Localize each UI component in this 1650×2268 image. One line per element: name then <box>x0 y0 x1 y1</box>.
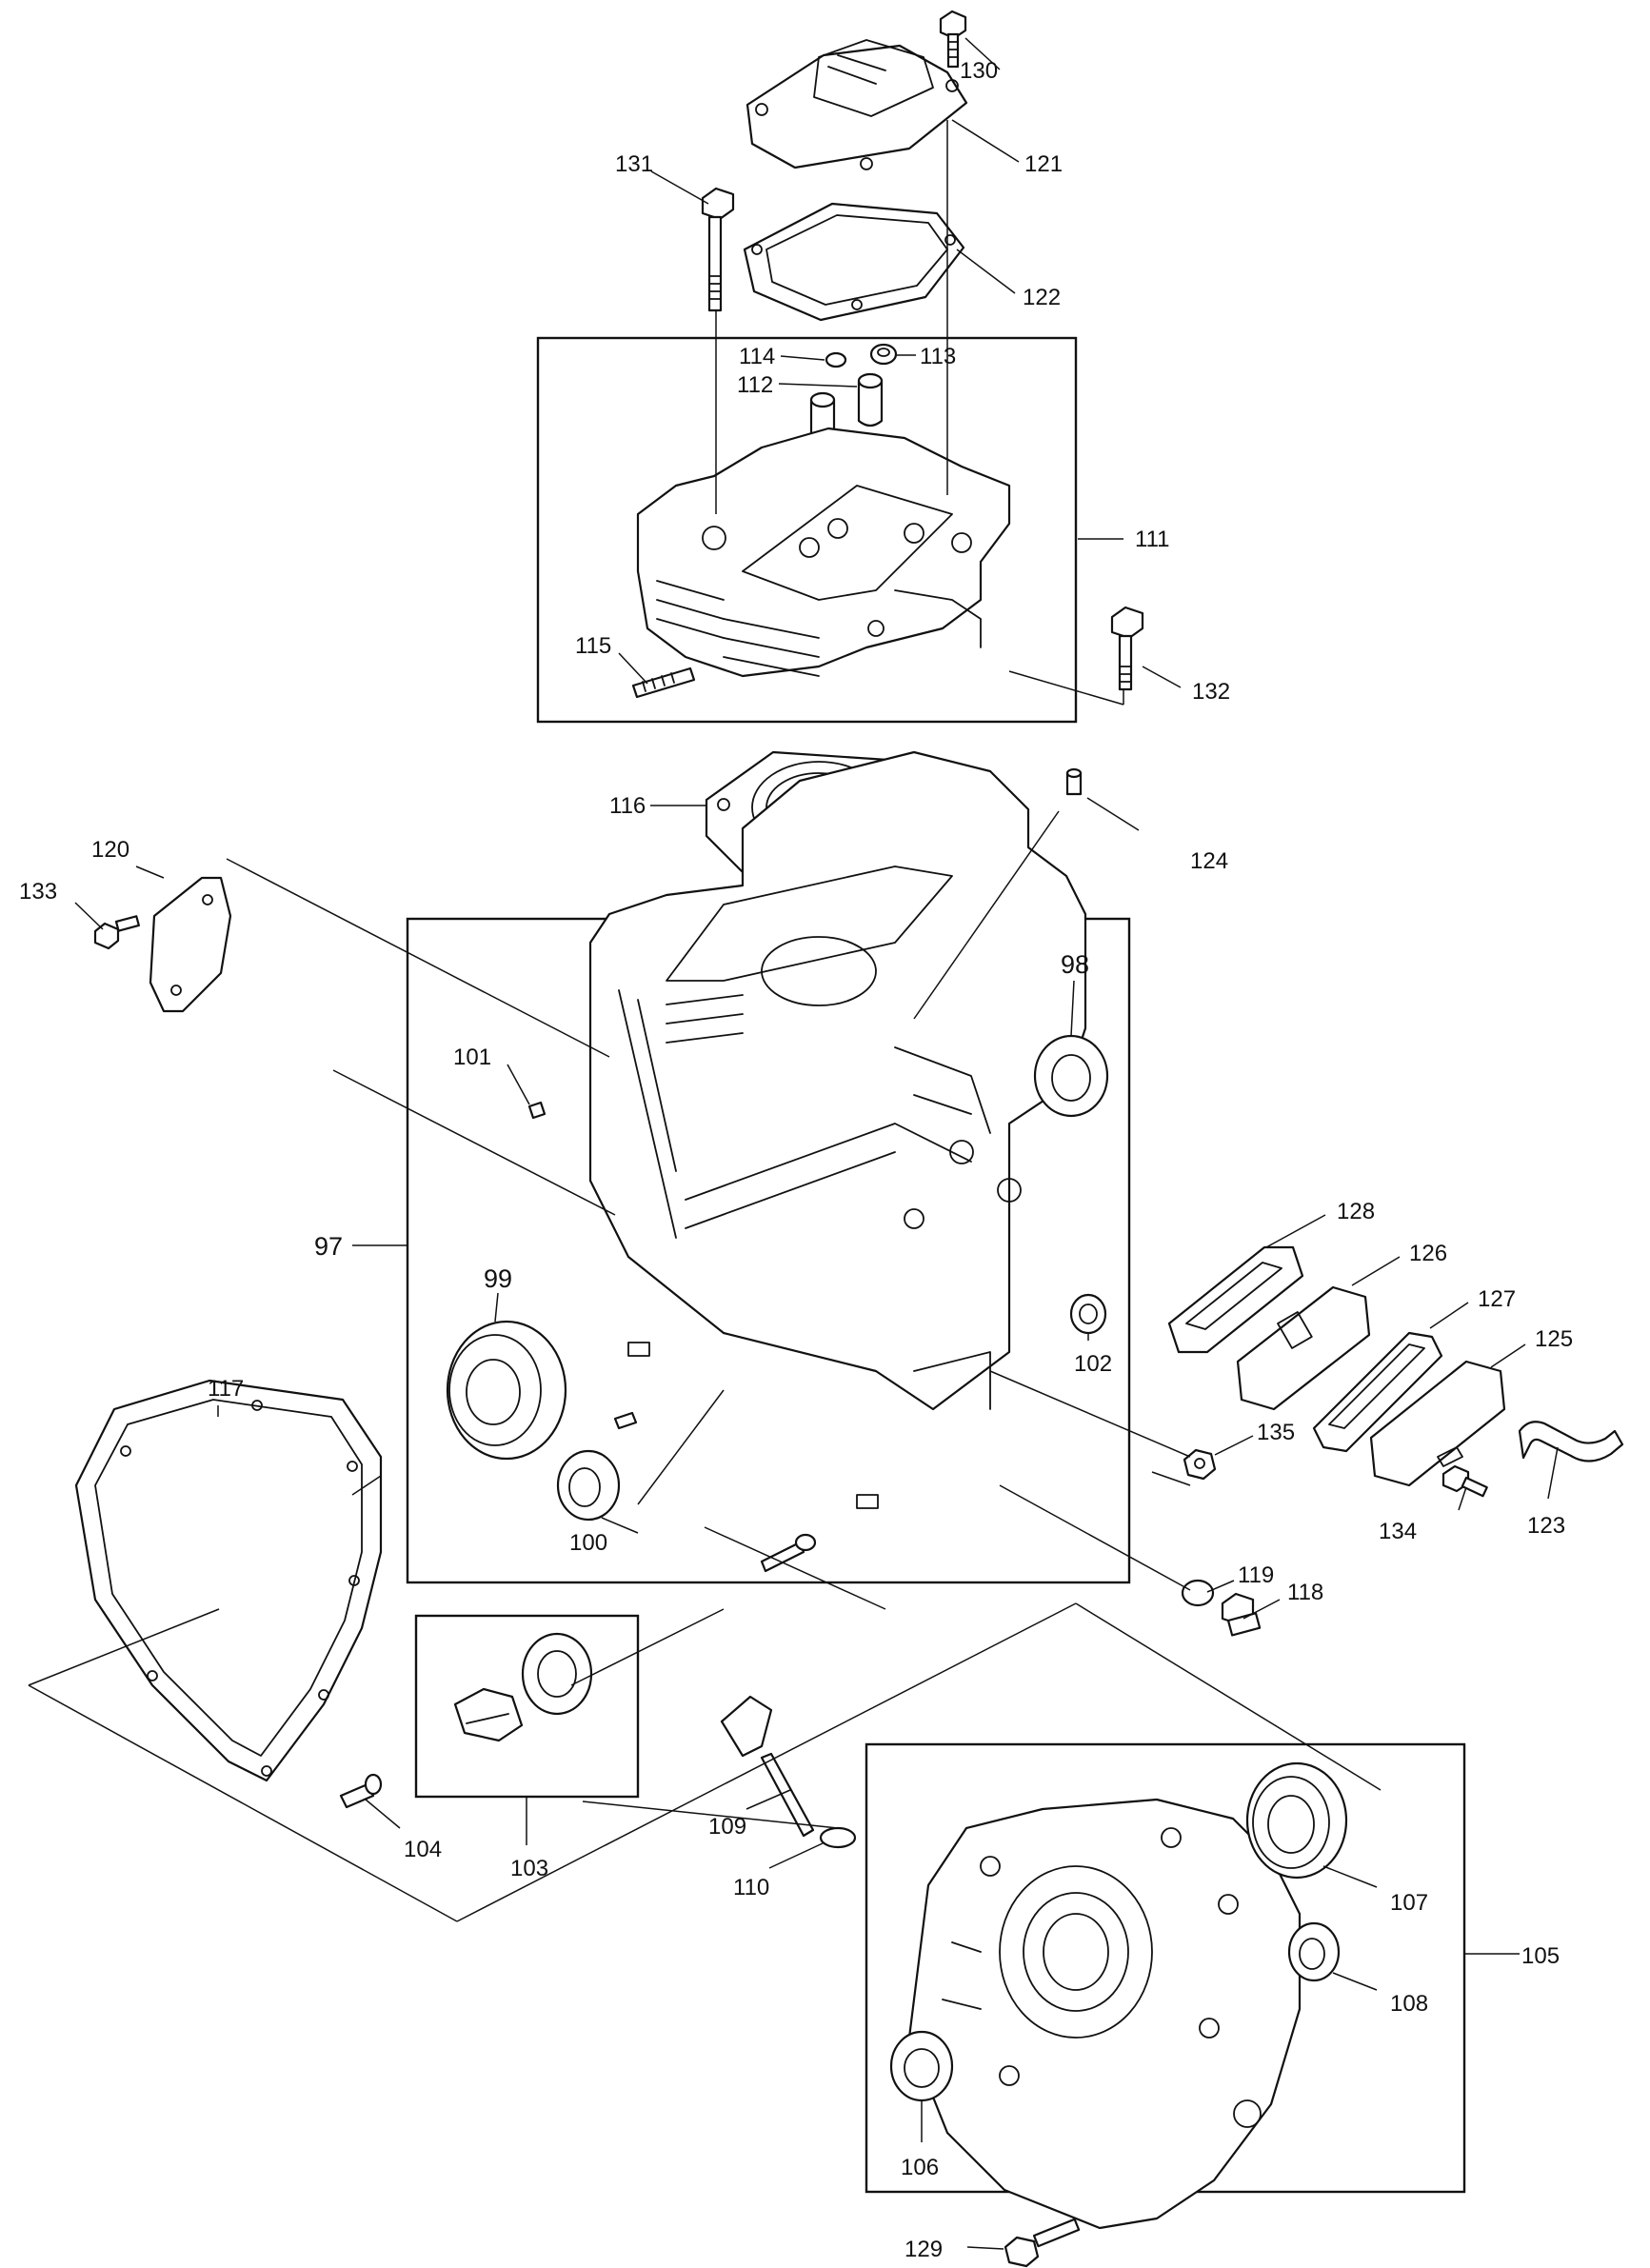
callout-118: 118 <box>1287 1580 1323 1605</box>
callout-130: 130 <box>960 58 998 84</box>
callout-109: 109 <box>708 1814 746 1840</box>
gasket-127 <box>1312 1331 1443 1453</box>
bearing-107 <box>1245 1761 1348 1880</box>
callout-labels: 130 121 131 122 114 113 112 111 115 132 … <box>19 58 1573 2262</box>
callout-135: 135 <box>1257 1420 1295 1445</box>
leader-lines <box>28 37 1559 2250</box>
dowel-pin-124 <box>1065 767 1083 796</box>
valve-cover-121 <box>745 39 968 170</box>
callout-125: 125 <box>1535 1326 1573 1352</box>
callout-119: 119 <box>1238 1562 1274 1588</box>
callout-116: 116 <box>609 793 646 819</box>
gasket-122 <box>743 202 965 322</box>
gasket-128 <box>1167 1245 1304 1354</box>
gasket-117 <box>74 1379 383 1782</box>
crankcase-97 <box>588 750 1087 1509</box>
bolt-134 <box>1441 1464 1488 1498</box>
callout-124: 124 <box>1190 848 1228 874</box>
callout-134: 134 <box>1379 1519 1417 1544</box>
callout-133: 133 <box>19 879 57 905</box>
pin-104 <box>339 1773 383 1809</box>
callout-114: 114 <box>739 344 775 369</box>
bolt-130 <box>939 10 967 69</box>
callout-111: 111 <box>1135 527 1169 552</box>
callout-108: 108 <box>1390 1991 1428 2017</box>
callout-99: 99 <box>484 1264 512 1293</box>
callout-107: 107 <box>1390 1890 1428 1916</box>
nut-135 <box>1183 1448 1217 1481</box>
callout-101: 101 <box>453 1044 491 1070</box>
callout-120: 120 <box>91 837 129 863</box>
crankcase-cover-105 <box>907 1798 1302 2230</box>
callout-127: 127 <box>1478 1286 1516 1312</box>
stud-bolt <box>760 1533 817 1573</box>
washer-119 <box>1181 1579 1215 1607</box>
insulator-125 <box>1369 1360 1506 1487</box>
callout-112: 112 <box>737 372 773 398</box>
insulator-126 <box>1236 1285 1371 1411</box>
callout-131: 131 <box>615 151 653 177</box>
hose-123 <box>1518 1421 1624 1462</box>
oil-seal-98 <box>1033 1034 1109 1118</box>
callout-128: 128 <box>1337 1199 1375 1224</box>
callout-98: 98 <box>1061 950 1089 979</box>
side-cover-120 <box>149 876 232 1013</box>
bearing-100 <box>556 1449 621 1522</box>
bolt-129 <box>1004 2218 1081 2268</box>
callout-121: 121 <box>1024 151 1063 177</box>
callout-129: 129 <box>905 2237 943 2262</box>
callout-110: 110 <box>733 1875 769 1900</box>
callout-115: 115 <box>575 633 611 659</box>
callout-105: 105 <box>1521 1943 1560 1969</box>
stud-115 <box>631 666 696 699</box>
callout-102: 102 <box>1074 1351 1112 1377</box>
bolt-131 <box>701 187 735 312</box>
cylinder-head-group-box <box>536 336 1078 724</box>
governor-gear-103 <box>521 1632 593 1716</box>
callout-106: 106 <box>901 2155 939 2180</box>
callout-104: 104 <box>404 1837 442 1862</box>
callout-132: 132 <box>1192 679 1230 705</box>
callout-97: 97 <box>314 1232 343 1261</box>
bolt-133 <box>93 915 140 950</box>
callout-117: 117 <box>208 1376 244 1402</box>
drain-plug-118 <box>1221 1592 1262 1637</box>
bolt-132 <box>1110 606 1144 691</box>
bearing-108 <box>1287 1921 1341 1982</box>
bearing-99 <box>446 1320 567 1461</box>
dowel-pin <box>613 1411 638 1430</box>
cylinder-head-111 <box>636 427 1011 678</box>
governor-group-box <box>414 1614 640 1799</box>
callout-122: 122 <box>1023 285 1061 310</box>
oil-seal-106 <box>889 2030 954 2102</box>
cap-113 <box>869 343 898 366</box>
callout-126: 126 <box>1409 1241 1447 1266</box>
o-ring-114 <box>825 351 847 368</box>
callout-100: 100 <box>569 1530 607 1556</box>
o-ring-110 <box>819 1826 857 1849</box>
seal-102 <box>1069 1293 1107 1335</box>
governor-weight-103 <box>453 1687 524 1742</box>
pin-101 <box>527 1101 547 1120</box>
dipstick-109 <box>720 1695 815 1838</box>
callout-123: 123 <box>1527 1513 1565 1539</box>
callout-113: 113 <box>920 344 956 369</box>
callout-103: 103 <box>510 1856 548 1881</box>
